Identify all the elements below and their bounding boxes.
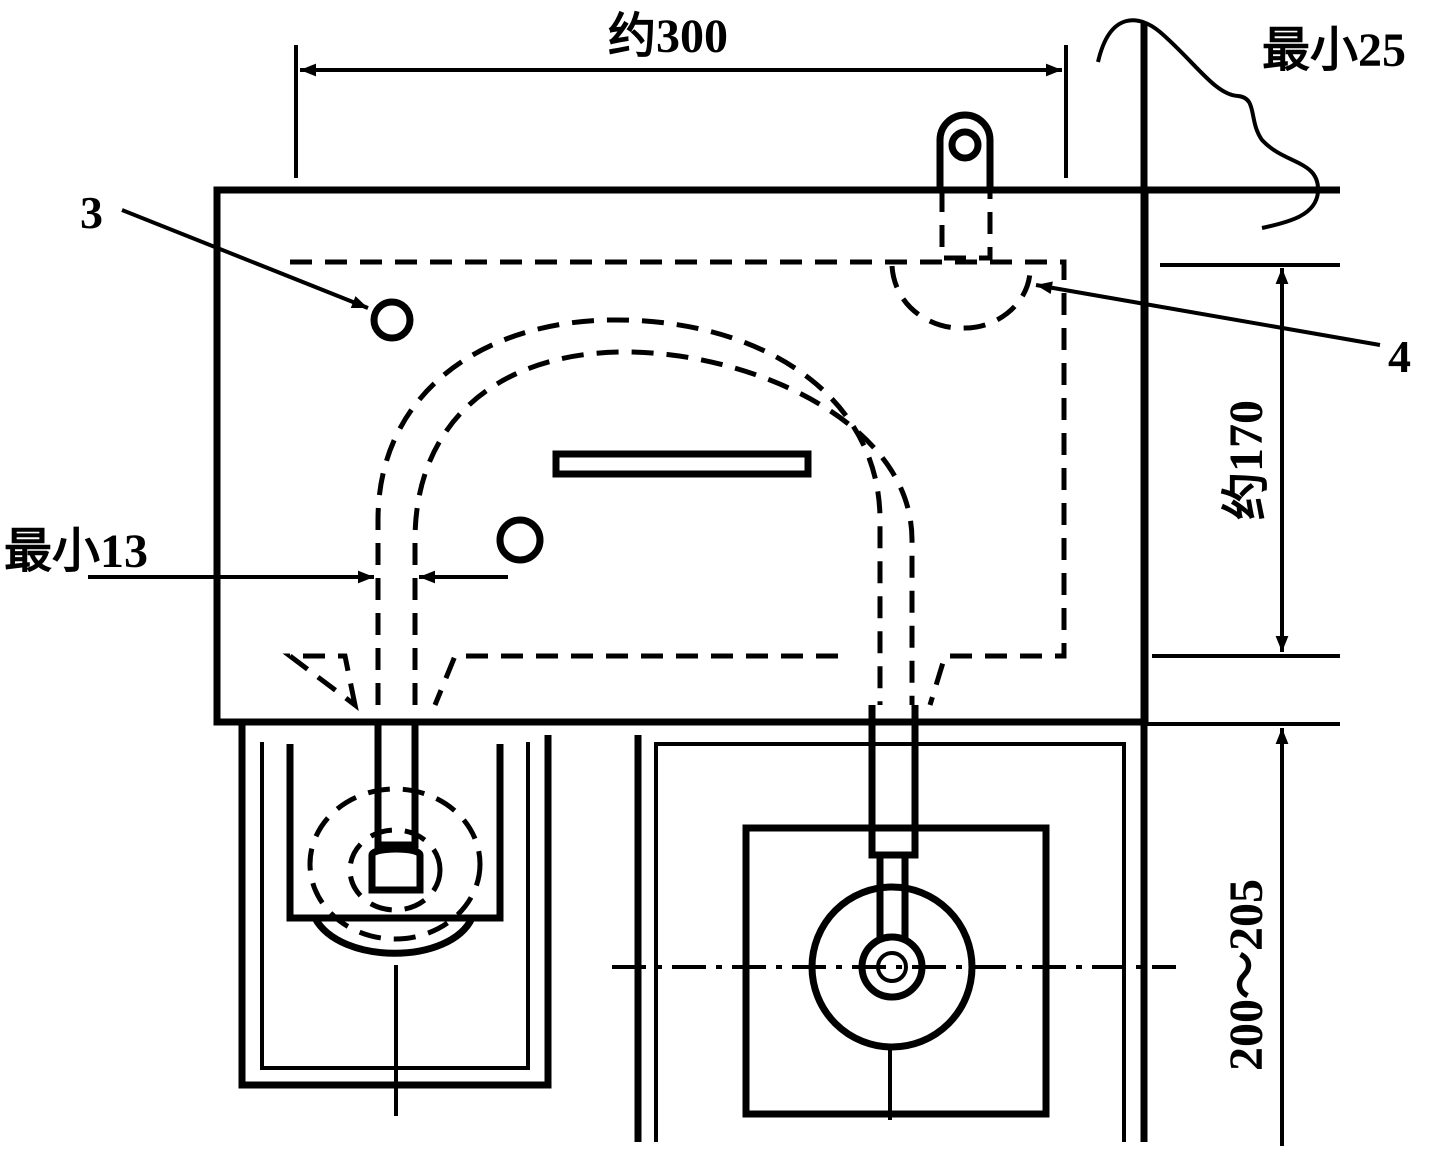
min25-label: 最小25 [1262,24,1406,77]
callout-4: 4 [1035,281,1411,382]
left-hose-stem [374,724,419,849]
callout-3: 3 [80,187,369,310]
left-bracket-box [286,744,504,922]
right-inner-frame [654,742,1126,1142]
callout-3-leader [121,208,369,310]
left-lower-assembly [238,724,552,1116]
right-wheel-hub [858,933,926,1001]
callout-4-leader [1035,281,1381,347]
callout-3-label: 3 [80,187,103,238]
hose-arch-outer [375,317,883,705]
right-lower-assembly [612,705,1176,1142]
hole-3 [370,298,414,342]
hole-center [496,516,544,564]
left-wheel-hidden-inner [347,827,443,913]
left-wheel-arc [311,916,476,957]
right-hose-link [876,855,909,940]
slot [552,450,812,478]
hidden-hose-arch [375,317,915,705]
right-wheel-outer [808,883,976,1051]
wall-section: 最小25 [1096,18,1406,1142]
height-dimension: 约170 [1152,263,1340,658]
right-mount-box [742,824,1050,1118]
hose-arch-inner [412,349,915,705]
left-wheel-hidden-outer [307,786,483,942]
width-dimension: 约300 [294,10,1068,178]
right-wheel-axle [876,951,908,983]
connector-body [936,111,994,190]
min13-label: 最小13 [4,525,148,578]
connector-hole [948,128,982,162]
right-hose-stem [868,705,919,859]
top-connector [936,111,994,261]
callout-4-label: 4 [1388,331,1411,382]
min13-dimension: 最小13 [4,525,508,584]
break-line [1096,18,1321,230]
height-dimension-label: 约170 [1220,400,1273,520]
connector-hidden [939,190,993,261]
range-dimension-label: 200～205 [1220,879,1273,1071]
inner-hidden-outline [282,259,1067,711]
left-hose-tip [368,845,424,894]
width-dimension-label: 约300 [608,10,728,63]
hidden-notch [889,265,1033,331]
range-dimension: 200～205 [1144,722,1340,1146]
